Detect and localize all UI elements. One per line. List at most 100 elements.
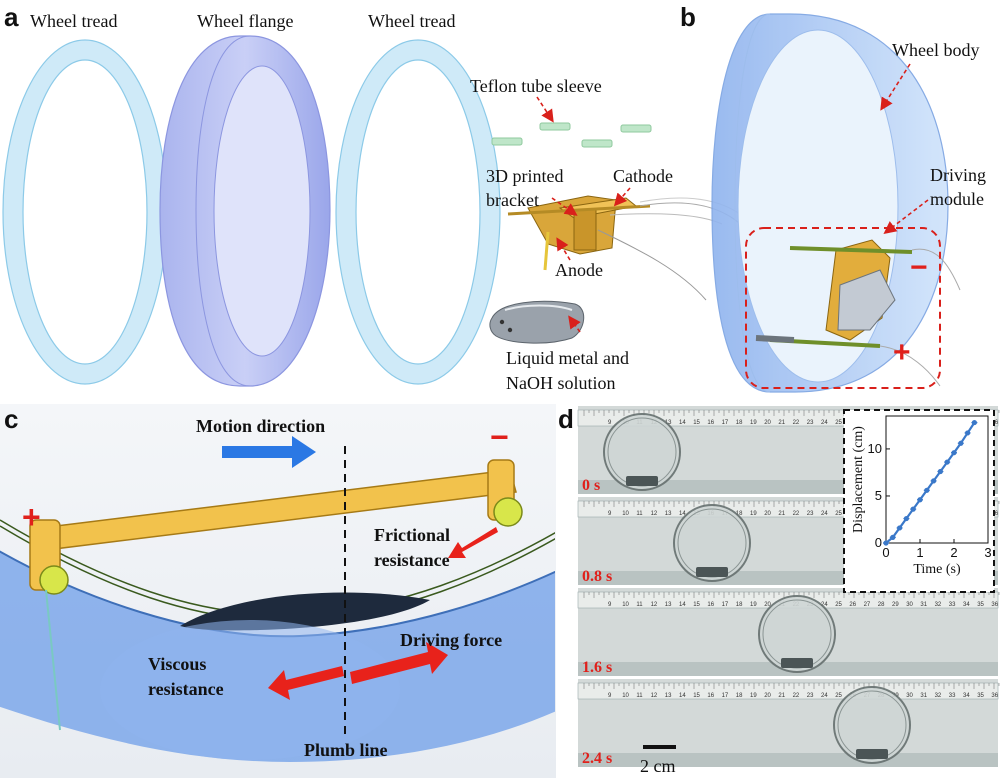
ruler-number: 18 [736,420,743,426]
label-bracket-line2: bracket [486,190,539,210]
wheel-body [711,13,949,393]
label-cathode: Cathode [613,166,673,186]
panel-c: c Motion direction Frictional resistance… [0,404,556,778]
ruler-number: 28 [878,602,885,608]
ruler-number: 24 [821,511,828,517]
video-strips: 9101112131415161718192021222324252627282… [577,406,1000,767]
ruler-number: 19 [750,693,757,699]
ruler-number: 36 [991,420,998,426]
panel-a-letter: a [4,2,19,32]
label-driving-force: Driving force [400,630,502,650]
minus-sign-c: − [490,419,509,455]
panel-d: d 91011121314151617181920212223242526272… [558,404,1000,776]
ruler-number: 11 [636,511,643,517]
ruler-number: 9 [608,420,612,426]
ruler-number: 32 [935,602,942,608]
plot-area [885,415,989,544]
label-driving-line1: Driving [930,165,986,185]
label-bracket-line1: 3D printed [486,166,563,186]
ruler-number: 31 [920,693,927,699]
motion-arrow [222,436,316,468]
ruler-number: 23 [807,420,814,426]
x-tick-label: 1 [916,545,923,560]
ruler-number: 35 [977,693,984,699]
data-point [951,450,957,456]
ruler-number: 25 [835,511,842,517]
x-tick-label: 3 [984,545,991,560]
ruler-number: 25 [835,693,842,699]
label-frictional-line2: resistance [374,550,450,570]
ruler-number: 35 [977,602,984,608]
panel-b: b − + Wheel body Driving module [680,2,986,393]
ruler-number: 10 [622,511,629,517]
ruler-number: 11 [636,693,643,699]
ruler-number: 20 [764,693,771,699]
ruler-number: 15 [693,602,700,608]
ruler-number: 22 [793,511,800,517]
ruler-number: 21 [778,511,785,517]
data-point [965,430,971,436]
data-point [958,440,964,446]
plus-sign-b: + [893,336,911,369]
driving-force-arrow [350,642,448,684]
ruler-number: 26 [849,602,856,608]
liquid-metal-drop [489,300,585,344]
ruler-number: 16 [707,602,714,608]
ruler-number: 17 [722,602,729,608]
ruler-number: 19 [750,511,757,517]
ruler-number: 33 [949,693,956,699]
ruler-number: 10 [622,602,629,608]
driving-module-frame [781,658,813,668]
ruler-number: 16 [707,420,714,426]
wheel [673,504,751,582]
ruler-number: 29 [892,602,899,608]
ruler-number: 30 [906,693,913,699]
label-anode: Anode [555,260,603,280]
anode-cathode-rod [29,459,523,731]
ruler-number: 18 [736,602,743,608]
x-tick-label: 0 [882,545,889,560]
ruler-number: 9 [608,602,612,608]
label-frictional-line1: Frictional [374,525,450,545]
y-tick-label: 10 [868,441,882,456]
label-viscous-line1: Viscous [148,654,206,674]
ruler-number: 32 [935,693,942,699]
ruler-number: 14 [679,602,686,608]
label-plumb-line: Plumb line [304,740,388,760]
data-point [910,506,916,512]
time-label: 0.8 s [582,568,612,585]
y-tick-label: 0 [875,535,882,550]
minus-sign-b: − [910,251,928,284]
ruler-number: 15 [693,693,700,699]
ruler-number: 12 [651,693,658,699]
ruler-number: 18 [736,693,743,699]
ruler-number: 16 [707,693,714,699]
ruler-number: 9 [608,511,612,517]
ruler-number: 19 [750,420,757,426]
label-wheel-flange: Wheel flange [197,11,293,31]
data-point [917,497,923,503]
scale-bar-label: 2 cm [640,756,676,776]
driving-module-frame [696,567,728,577]
driving-module-frame [856,749,888,759]
ruler-number: 19 [750,602,757,608]
ruler-number: 12 [651,511,658,517]
ruler-number: 22 [793,693,800,699]
ruler-number: 22 [793,420,800,426]
panel-c-letter: c [4,404,18,434]
data-point [897,525,903,531]
ruler-number: 9 [608,693,612,699]
data-point [944,459,950,465]
time-label: 2.4 s [582,750,612,767]
ruler-number: 31 [920,602,927,608]
y-axis-label: Displacement (cm) [851,426,866,533]
ruler-number: 21 [778,420,785,426]
ruler-number: 21 [778,693,785,699]
ruler-number: 25 [835,602,842,608]
ruler-number: 14 [679,420,686,426]
ruler-number: 25 [835,420,842,426]
ruler-number: 17 [722,693,729,699]
label-driving-line2: module [930,189,984,209]
